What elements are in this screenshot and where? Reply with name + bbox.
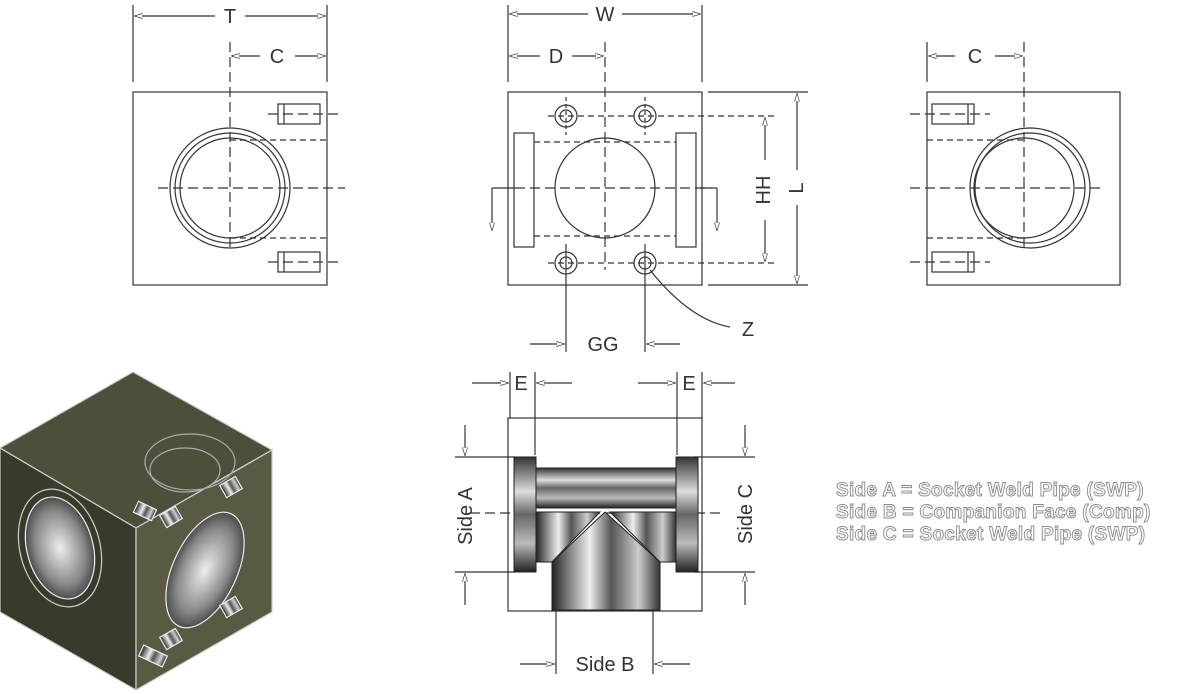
left-view [132,5,345,286]
legend-line-1: Side A = Socket Weld Pipe (SWP) [836,480,1145,502]
legend-line-3: Side C = Socket Weld Pipe (SWP) [836,524,1146,546]
section-tee-body [513,456,699,611]
dimension-labels: T C W D C HH L Z GG E E Side A Side C Si… [224,4,982,676]
dim-e-right-label: E [682,373,695,395]
isometric-block [0,371,274,692]
dim-c-right-label: C [968,46,982,68]
right-view [910,42,1121,286]
dim-gg-label: GG [587,334,618,356]
dim-hh-label: HH [753,176,775,205]
dim-l-label: L [786,182,808,193]
side-a-label: Side A [455,486,477,544]
side-legend: Side A = Socket Weld Pipe (SWP) Side B =… [836,480,1192,546]
side-b-label: Side B [576,654,635,676]
dim-c-left-label: C [270,46,284,68]
dim-z-label: Z [742,319,754,341]
dim-t-label: T [224,6,236,28]
dim-w-label: W [596,4,615,26]
legend-line-2: Side B = Companion Face (Comp) [836,502,1151,524]
dim-e-left-label: E [514,373,527,395]
front-view [492,5,808,352]
side-c-label: Side C [735,484,757,544]
dim-d-label: D [549,46,563,68]
